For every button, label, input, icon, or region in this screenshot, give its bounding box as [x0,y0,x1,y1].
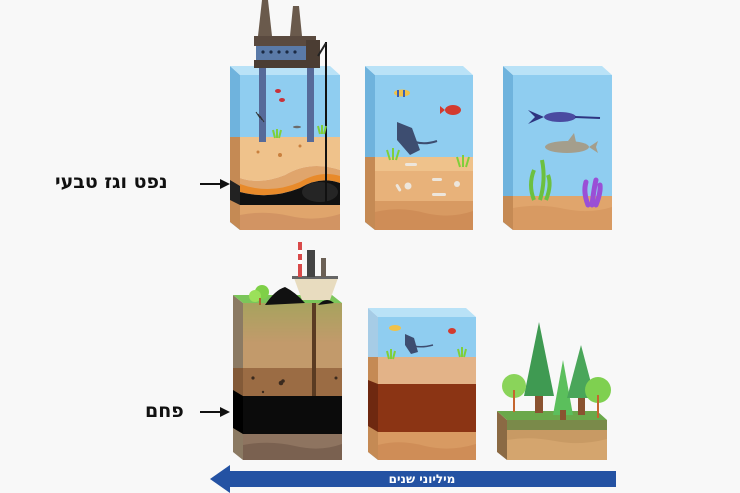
coal-arrow [200,411,222,413]
oil-gas-arrow-head [220,179,230,189]
timeline-bar [228,471,616,487]
coal-label: פחם [145,400,184,422]
oil-gas-arrow [200,183,222,185]
oil-gas-label: נפט וגז טבעי [55,171,168,193]
timeline-arrow-head [210,465,230,493]
timeline-label: מיליוני שנים [388,472,456,486]
coal-arrow-head [220,407,230,417]
